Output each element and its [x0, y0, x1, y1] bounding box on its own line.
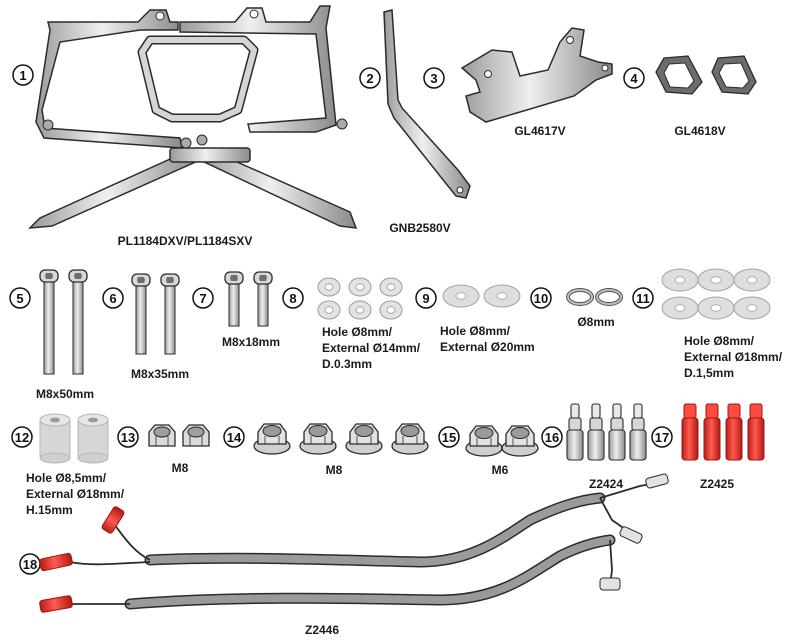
bolts-m8x18 — [224, 271, 273, 327]
callout-8: 8 — [282, 287, 304, 309]
svg-text:2: 2 — [366, 71, 373, 86]
flange-nuts-m6 — [465, 425, 539, 457]
svg-text:9: 9 — [422, 291, 429, 306]
svg-text:15: 15 — [442, 430, 456, 445]
washers-20mm — [442, 284, 521, 308]
label-nut-m8: M8 — [172, 461, 189, 475]
spacers — [39, 413, 109, 464]
svg-text:11: 11 — [636, 291, 650, 306]
callout-16: 16 — [541, 426, 563, 448]
label-z2425: Z2425 — [700, 477, 734, 491]
svg-text:16: 16 — [545, 430, 559, 445]
svg-text:3: 3 — [430, 71, 437, 86]
rack-frame — [28, 5, 358, 229]
label-m8x50: M8x50mm — [36, 387, 94, 401]
callout-11: 11 — [632, 287, 654, 309]
svg-text:1: 1 — [19, 68, 26, 83]
svg-text:6: 6 — [109, 291, 116, 306]
callout-7: 7 — [192, 287, 214, 309]
callout-5: 5 — [9, 287, 31, 309]
label-flange-nut-m8: M8 — [326, 463, 343, 477]
svg-text:10: 10 — [534, 291, 548, 306]
bolts-m8x50 — [39, 269, 88, 375]
label-z2424: Z2424 — [589, 477, 623, 491]
svg-text:4: 4 — [630, 71, 638, 86]
svg-text:12: 12 — [15, 430, 29, 445]
nuts-m8 — [148, 424, 210, 447]
svg-text:13: 13 — [121, 430, 135, 445]
washers-18mm — [661, 268, 771, 320]
svg-text:17: 17 — [655, 430, 669, 445]
svg-text:8: 8 — [289, 291, 296, 306]
callout-13: 13 — [117, 426, 139, 448]
label-lock-washer: Ø8mm — [577, 315, 614, 329]
svg-text:18: 18 — [23, 557, 37, 572]
callout-6: 6 — [102, 287, 124, 309]
label-washer-18: Hole Ø8mm/ External Ø18mm/ D.1,5mm — [684, 334, 785, 380]
label-z2446: Z2446 — [305, 623, 339, 637]
metal-connectors — [566, 403, 647, 461]
label-nut-m6: M6 — [492, 463, 509, 477]
label-washer-20: Hole Ø8mm/ External Ø20mm — [440, 324, 535, 354]
callout-14: 14 — [223, 426, 245, 448]
brace-bar — [383, 9, 471, 199]
lock-washers — [566, 288, 623, 306]
callout-1: 1 — [12, 64, 34, 86]
label-m8x35: M8x35mm — [131, 367, 189, 381]
wiring-harness — [39, 473, 669, 613]
svg-text:14: 14 — [227, 430, 242, 445]
callout-18: 18 — [19, 553, 41, 575]
label-brace: GNB2580V — [389, 221, 450, 235]
callout-10: 10 — [530, 287, 552, 309]
callout-15: 15 — [438, 426, 460, 448]
label-washer-14: Hole Ø8mm/ External Ø14mm/ D.0.3mm — [322, 325, 423, 371]
label-spacer: Hole Ø8,5mm/ External Ø18mm/ H.15mm — [26, 471, 127, 517]
label-frame: PL1184DXV/PL1184SXV — [118, 234, 253, 248]
callout-9: 9 — [415, 287, 437, 309]
callout-3: 3 — [423, 67, 445, 89]
label-m8x18: M8x18mm — [222, 335, 280, 349]
callout-2: 2 — [359, 67, 381, 89]
label-gaskets: GL4618V — [674, 124, 725, 138]
rubber-gaskets — [655, 55, 757, 95]
bolts-m8x35 — [131, 273, 180, 355]
label-bracket: GL4617V — [514, 124, 565, 138]
callout-17: 17 — [651, 426, 673, 448]
flange-nuts-m8 — [253, 423, 429, 455]
mounting-bracket — [460, 27, 613, 123]
callout-4: 4 — [623, 67, 645, 89]
svg-text:7: 7 — [199, 291, 206, 306]
red-connectors — [681, 403, 765, 461]
svg-text:5: 5 — [16, 291, 23, 306]
callout-12: 12 — [11, 426, 33, 448]
washers-14mm — [317, 277, 403, 320]
